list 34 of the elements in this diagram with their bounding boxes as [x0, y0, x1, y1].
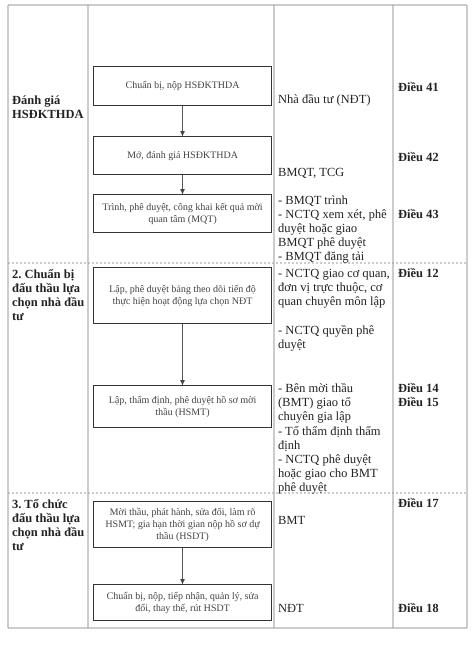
article-reference: Điều 17: [398, 496, 440, 510]
article-reference: Điều 15: [398, 395, 440, 409]
arrow: [180, 106, 185, 136]
role-text: BMT: [278, 513, 306, 527]
role-text: - NCTQ giao cơ quan, đơn vị trực thuộc, cơ quan chuyên môn lập: [278, 266, 390, 308]
process-box: Mời thầu, phát hành, sửa đổi, làm rõ HSMT; gia hạn thời gian nộp hồ sơ dự thầu (HSDT): [93, 501, 272, 548]
section-heading: 2. Chuẩn bị đấu thầu lựa chọn nhà đầu tư: [12, 267, 86, 323]
arrow: [180, 324, 185, 386]
role-text: - NCTQ quyền phê duyệt: [278, 323, 376, 351]
role-text: Nhà đầu tư (NĐT): [278, 92, 372, 106]
process-box: Mở, đánh giá HSĐKTHDA: [93, 136, 272, 175]
section-heading: Đánh giá HSĐKTHDA: [12, 93, 85, 121]
role-text: - Bên mời thầu (BMT) giao tổ chuyên gia lập: [278, 381, 354, 423]
role-text: - BMQT đăng tải: [278, 249, 366, 263]
article-reference: Điều 18: [398, 601, 440, 615]
role-text: - NCTQ phê duyệt hoặc giao cho BMT phê duyệt: [278, 452, 378, 494]
process-box: Trình, phê duyệt, công khai kết quả mời quan tâm (MQT): [93, 194, 272, 233]
role-text: NĐT: [278, 601, 305, 615]
role-text: BMQT, TCG: [278, 165, 346, 179]
role-text: - Tổ thẩm định thẩm định: [278, 424, 382, 452]
article-reference: Điều 42: [398, 150, 440, 164]
role-text: - NCTQ xem xét, phê duyệt hoặc giao BMQT phê duyệt: [278, 207, 388, 249]
article-reference: Điều 12: [398, 266, 440, 280]
arrow: [180, 548, 185, 584]
process-box: Chuẩn bị, nộp, tiếp nhận, quản lý, sửa đổi, thay thế, rút HSDT: [93, 584, 272, 621]
role-text: - BMQT trình: [278, 193, 349, 207]
article-reference: Điều 43: [398, 207, 440, 221]
process-box: Lập, phê duyệt bảng theo dõi tiến độ thực hiện hoạt động lựa chọn NĐT: [93, 267, 272, 324]
process-box: Chuẩn bị, nộp HSĐKTHDA: [93, 66, 272, 106]
section-heading: 3. Tổ chức đấu thầu lựa chọn nhà đầu tư: [12, 497, 86, 553]
arrow: [180, 174, 185, 194]
article-reference: Điều 14: [398, 381, 440, 395]
process-box: Lập, thẩm định, phê duyệt hồ sơ mời thầu (HSMT): [93, 385, 272, 428]
article-reference: Điều 41: [398, 80, 440, 94]
